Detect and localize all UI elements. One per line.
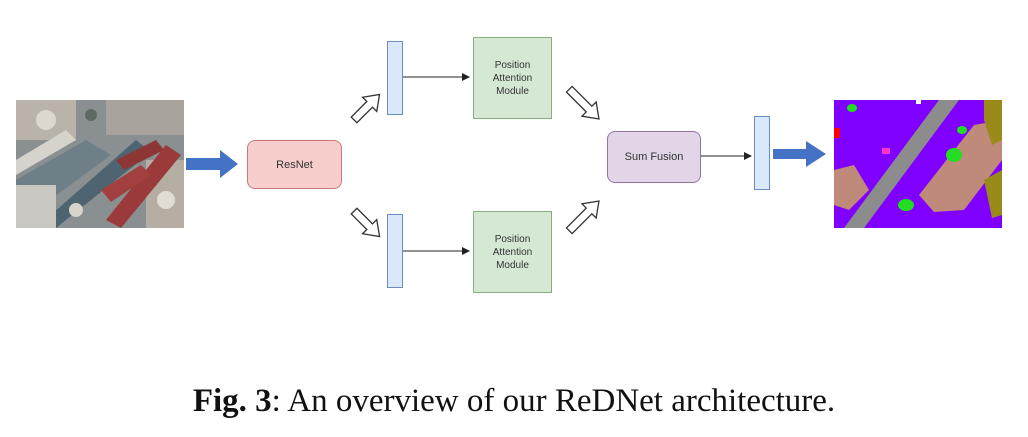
resnet-block: ResNet <box>247 140 342 189</box>
sum-fusion-block: Sum Fusion <box>607 131 701 183</box>
input-arrow <box>186 150 238 178</box>
position-attention-module-top: Position Attention Module <box>473 37 552 119</box>
resnet-label: ResNet <box>276 158 313 171</box>
hollow-arrow-up-right <box>565 200 600 235</box>
caption-text: : An overview of our ReDNet architecture… <box>271 383 836 419</box>
position-attention-module-bottom: Position Attention Module <box>473 211 552 293</box>
feature-map-bottom <box>387 214 403 288</box>
feature-map-top <box>387 41 403 115</box>
sum-fusion-label: Sum Fusion <box>624 151 684 163</box>
output-arrow <box>773 141 826 167</box>
output-segmentation-map <box>834 100 1002 228</box>
hollow-arrow-down-right <box>565 85 600 120</box>
input-aerial-image <box>16 100 184 228</box>
feature-map-fused <box>754 116 770 190</box>
pam-top-label: Position Attention Module <box>492 59 533 97</box>
pam-bottom-label: Position Attention Module <box>492 233 533 271</box>
figure-number: Fig. 3 <box>192 383 272 419</box>
hollow-arrow-down-left <box>350 207 381 238</box>
figure-caption: Fig. 3: An overview of our ReDNet archit… <box>0 383 1028 420</box>
hollow-arrow-up-left <box>350 93 381 124</box>
